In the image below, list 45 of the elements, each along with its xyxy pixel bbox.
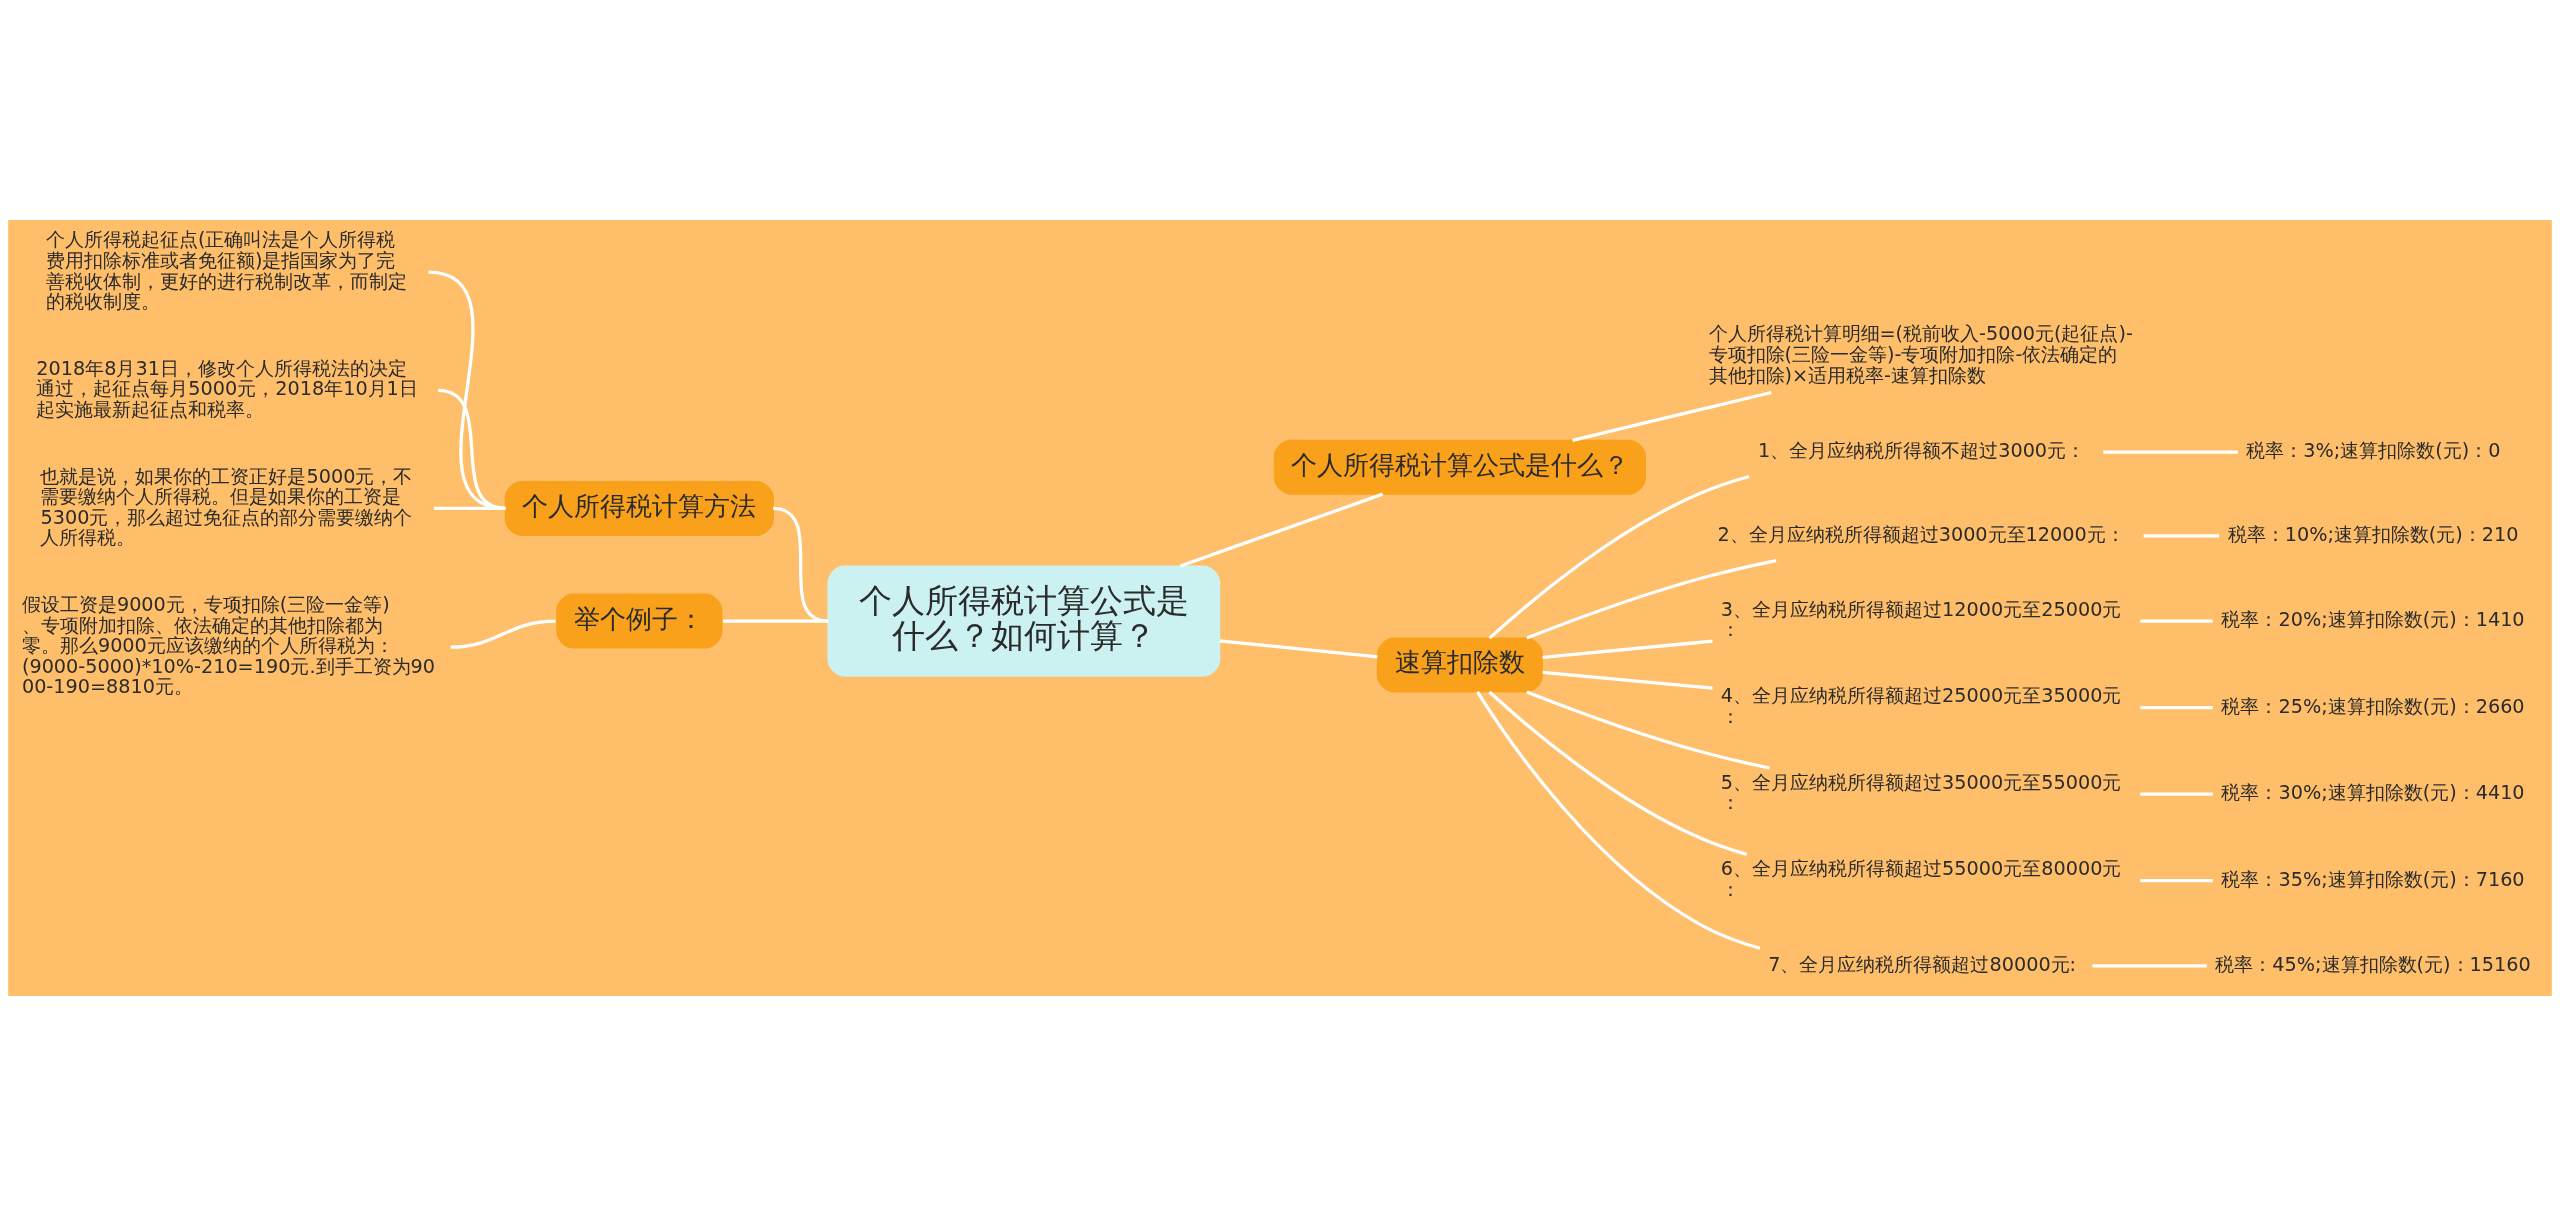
connector xyxy=(1179,492,1384,567)
node-text: 税率：35%;速算扣除数(元)：7160 xyxy=(2221,867,2525,891)
connector xyxy=(428,270,506,510)
connector xyxy=(1526,689,1770,770)
connector xyxy=(2140,878,2213,882)
node-text: 7、全月应纳税所得额超过80000元: xyxy=(1768,952,2077,976)
node-box: 速算扣除数 xyxy=(1376,637,1543,692)
connector xyxy=(2143,533,2220,538)
node-text: 税率：20%;速算扣除数(元)：1410 xyxy=(2221,607,2525,631)
node-text: 税率：3%;速算扣除数(元)：0 xyxy=(2246,438,2501,462)
node-text: 个人所得税起征点(正确叫法是个人所得税费用扣除标准或者免征额)是指国家为了完善税收体制，更好的进行税制改革，而制定的税收制度。 xyxy=(45,227,407,313)
connector xyxy=(2103,449,2238,454)
connector xyxy=(433,506,506,510)
node-text: 5、全月应纳税所得额超过35000元至55000元： xyxy=(1720,770,2122,814)
connector xyxy=(1488,690,1748,856)
node-text: 1、全月应纳税所得额不超过3000元： xyxy=(1757,438,2086,462)
connector xyxy=(1542,639,1713,659)
node-box: 举个例子： xyxy=(556,593,723,648)
node-text: 税率：45%;速算扣除数(元)：15160 xyxy=(2215,952,2531,976)
node-text: 2018年8月31日，修改个人所得税法的决定通过，起征点每月5000元，2018年10月1日起实施最新起征点和税率。 xyxy=(36,356,418,421)
node-text: 4、全月应纳税所得额超过25000元至35000元： xyxy=(1720,683,2122,728)
node-text: 税率：10%;速算扣除数(元)：210 xyxy=(2227,522,2519,546)
connector xyxy=(1542,670,1713,690)
node-text: 2、全月应纳税所得额超过3000元至12000元： xyxy=(1717,522,2125,546)
connector xyxy=(450,618,556,649)
connector xyxy=(1572,390,1772,442)
connector xyxy=(1476,690,1761,950)
connector xyxy=(2092,963,2207,967)
node-text: 3、全月应纳税所得额超过12000元至25000元： xyxy=(1720,597,2122,641)
connector xyxy=(2140,791,2213,796)
connector xyxy=(723,618,829,623)
connector xyxy=(2140,618,2213,623)
connector xyxy=(2140,705,2213,709)
node-text: 6、全月应纳税所得额超过55000元至80000元： xyxy=(1720,856,2122,901)
connector xyxy=(1488,474,1750,639)
node-box: 个人所得税计算方法 xyxy=(504,480,774,536)
node-text: 个人所得税计算明细=(税前收入-5000元(起征点)-专项扣除(三险一金等)-专项附加扣除-依法确定的其他扣除)×适用税率-速算扣除数 xyxy=(1708,321,2133,387)
node-box: 个人所得税计算公式是什么？ xyxy=(1273,439,1647,495)
connector xyxy=(1219,638,1378,658)
node-text: 税率：25%;速算扣除数(元)：2660 xyxy=(2221,694,2525,718)
node-text: 税率：30%;速算扣除数(元)：4410 xyxy=(2221,780,2525,804)
node-text: 也就是说，如果你的工资正好是5000元，不需要缴纳个人所得税。但是如果你的工资是5300元，那么超过免征点的部分需要缴纳个人所得税。 xyxy=(40,464,413,549)
node-box: 个人所得税计算公式是什么？如何计算？ xyxy=(827,564,1221,677)
connector xyxy=(1526,558,1777,640)
node-text: 假设工资是9000元，专项扣除(三险一金等)、专项附加扣除、依法确定的其他扣除都为零。那么9000元应该缴纳的个人所得税为：(9000-5000)*10%-210=190元.到手工资为9000-190=8810元。 xyxy=(21,592,435,698)
